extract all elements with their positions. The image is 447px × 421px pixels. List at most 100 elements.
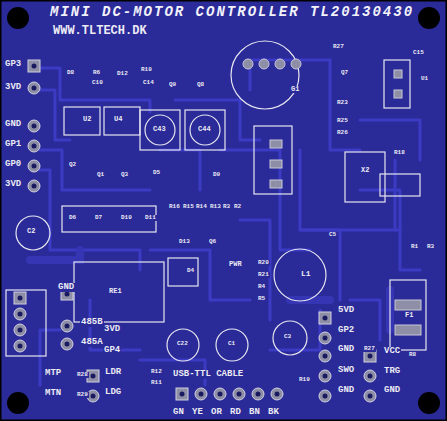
pcb-circle bbox=[14, 340, 26, 352]
part-designator: R26 bbox=[336, 130, 349, 136]
pcb-rect bbox=[395, 325, 421, 335]
part-designator: R21 bbox=[257, 272, 270, 278]
pin-label: 485A bbox=[80, 338, 104, 347]
pin-label: TRG bbox=[383, 367, 401, 376]
part-designator: D5 bbox=[152, 170, 161, 176]
pcb-rect bbox=[6, 290, 46, 356]
pcb-circle bbox=[32, 184, 37, 189]
pcb-circle bbox=[214, 388, 226, 400]
part-designator: C44 bbox=[197, 126, 212, 133]
pin-label: GND bbox=[4, 120, 22, 129]
pcb-circle bbox=[368, 354, 373, 359]
part-designator: X2 bbox=[360, 167, 370, 174]
pcb-circle bbox=[65, 342, 70, 347]
part-designator: R11 bbox=[150, 380, 163, 386]
pcb-rect bbox=[270, 180, 282, 188]
part-designator: R13 bbox=[209, 204, 222, 210]
pcb-g bbox=[40, 60, 420, 385]
pin-label: RD bbox=[229, 408, 242, 417]
pin-label: GP4 bbox=[103, 346, 121, 355]
part-designator: D4 bbox=[186, 268, 195, 274]
pcb-g bbox=[243, 59, 421, 335]
part-designator: D8 bbox=[66, 70, 75, 76]
pcb-circle bbox=[218, 392, 223, 397]
pcb-circle bbox=[319, 332, 331, 344]
pcb-circle bbox=[364, 370, 376, 382]
pin-label: BN bbox=[248, 408, 261, 417]
part-designator: C5 bbox=[328, 232, 337, 238]
pcb-circle bbox=[199, 392, 204, 397]
part-designator: R18 bbox=[393, 150, 406, 156]
pcb-circle bbox=[319, 370, 331, 382]
pcb-rect bbox=[168, 258, 198, 286]
pcb-rect bbox=[104, 107, 140, 135]
pcb-path bbox=[220, 150, 310, 250]
part-designator: R29 bbox=[76, 392, 89, 398]
part-designator: R3 bbox=[426, 244, 435, 250]
pcb-rect bbox=[395, 300, 421, 310]
part-designator: F1 bbox=[404, 312, 414, 319]
part-designator: R23 bbox=[336, 100, 349, 106]
pcb-circle bbox=[91, 394, 96, 399]
pcb-circle bbox=[319, 390, 331, 402]
pcb-path bbox=[40, 170, 140, 270]
part-designator: R12 bbox=[150, 369, 163, 375]
pcb-circle bbox=[145, 115, 175, 145]
part-designator: RE1 bbox=[108, 288, 123, 295]
part-designator: Q1 bbox=[96, 172, 105, 178]
pcb-rect bbox=[345, 152, 385, 202]
pcb-circle bbox=[28, 140, 40, 152]
pin-label: GN bbox=[172, 408, 185, 417]
pcb-circle bbox=[256, 392, 261, 397]
pcb-path bbox=[300, 150, 340, 300]
pcb-circle bbox=[14, 324, 26, 336]
pcb-rect bbox=[390, 280, 426, 350]
pin-label: OR bbox=[210, 408, 223, 417]
pcb-circle bbox=[252, 388, 264, 400]
part-designator: Q3 bbox=[120, 172, 129, 178]
pcb-rect bbox=[380, 174, 420, 196]
pcb-g bbox=[6, 41, 426, 361]
pin-label: GND bbox=[57, 283, 75, 292]
pin-label: 3VD bbox=[103, 325, 121, 334]
part-designator: C22 bbox=[176, 341, 189, 347]
pcb-circle bbox=[195, 388, 207, 400]
part-designator: D9 bbox=[212, 172, 221, 178]
pin-label: MTP bbox=[44, 369, 62, 378]
pcb-path bbox=[360, 120, 420, 160]
part-designator: Q2 bbox=[68, 162, 77, 168]
part-designator: C3 bbox=[283, 334, 292, 340]
pcb-circle bbox=[28, 180, 40, 192]
pcb-circle bbox=[216, 329, 248, 361]
pcb-circle bbox=[368, 394, 373, 399]
pcb-circle bbox=[323, 394, 328, 399]
part-designator: C1 bbox=[227, 341, 236, 347]
pcb-circle bbox=[32, 86, 37, 91]
pcb-path bbox=[175, 100, 260, 140]
pcb-rect bbox=[185, 110, 225, 150]
part-designator: R16 bbox=[168, 204, 181, 210]
pcb-path bbox=[40, 90, 70, 140]
pcb-circle bbox=[18, 328, 23, 333]
pcb-circle bbox=[275, 392, 280, 397]
pin-label: GP3 bbox=[4, 60, 22, 69]
pin-label: 485B bbox=[80, 318, 104, 327]
pcb-rect bbox=[28, 60, 40, 72]
pcb-circle bbox=[323, 316, 328, 321]
pcb-circle bbox=[7, 392, 29, 414]
pcb-rect bbox=[64, 107, 100, 135]
part-designator: U4 bbox=[113, 116, 123, 123]
pin-label: SWO bbox=[337, 366, 355, 375]
pcb-path bbox=[150, 250, 250, 300]
pcb-circle bbox=[180, 392, 185, 397]
pcb-circle bbox=[28, 160, 40, 172]
pcb-circle bbox=[275, 59, 285, 69]
pcb-circle bbox=[32, 124, 37, 129]
part-designator: R1 bbox=[410, 244, 419, 250]
pin-label: BK bbox=[267, 408, 280, 417]
part-designator: C43 bbox=[152, 126, 167, 133]
pcb-circle bbox=[237, 392, 242, 397]
pcb-circle bbox=[231, 41, 299, 109]
